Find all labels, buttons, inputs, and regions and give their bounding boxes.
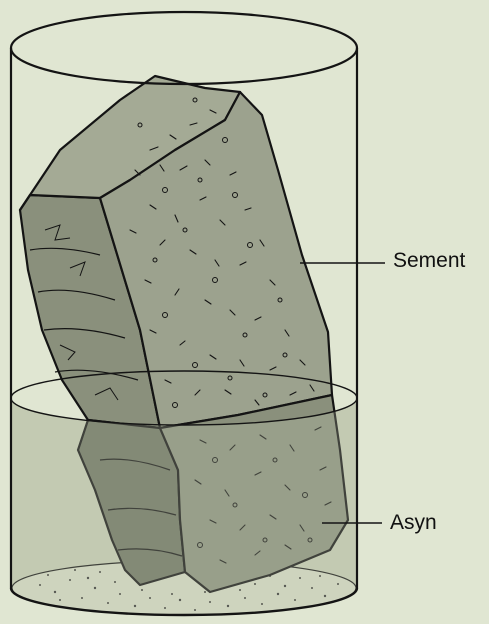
acid-label: Asyn	[390, 512, 437, 533]
stone-upper	[20, 76, 332, 428]
liquid-tint	[11, 398, 357, 615]
beaker-rim	[11, 12, 357, 84]
cement-label: Sement	[393, 250, 465, 271]
